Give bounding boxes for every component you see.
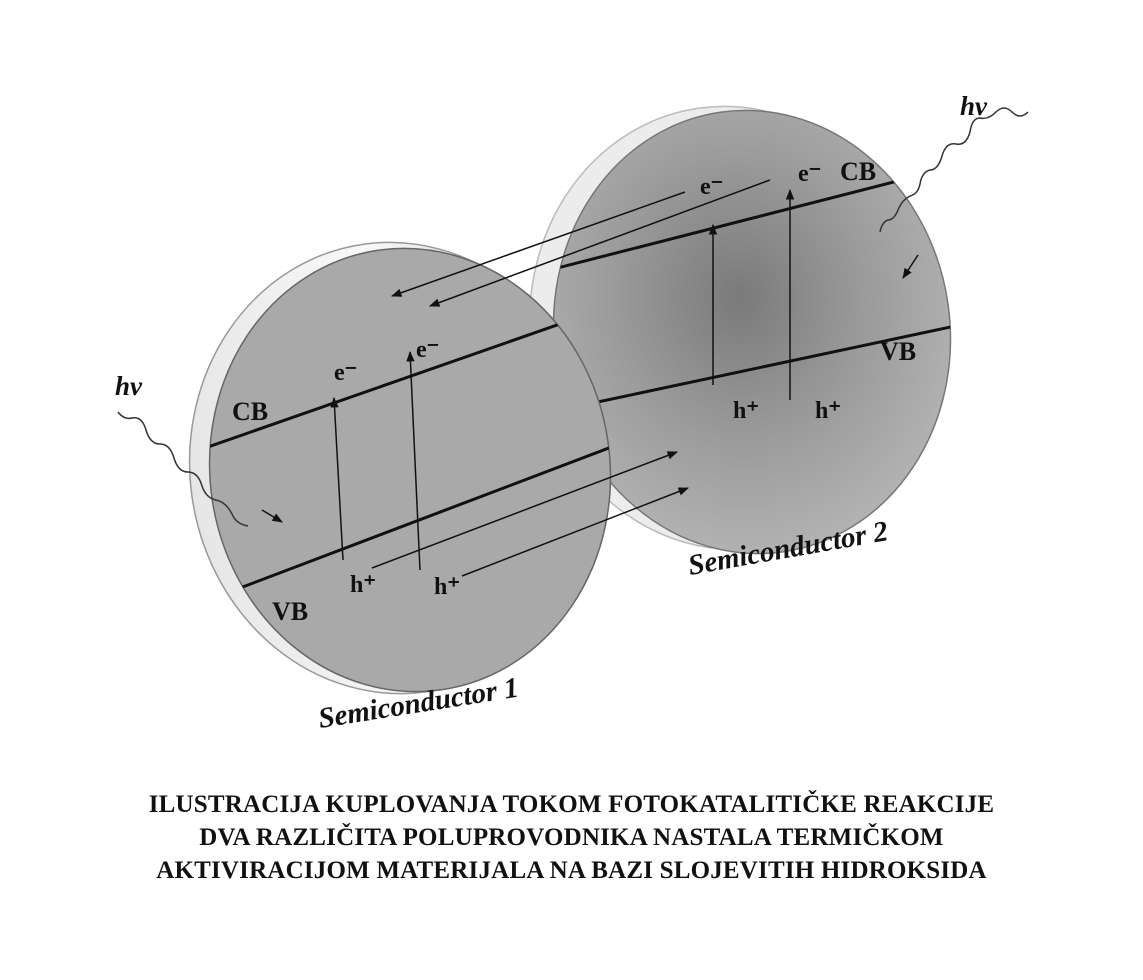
sc1-hole-label-2: h⁺	[434, 574, 460, 600]
figure-caption: ILUSTRACIJA KUPLOVANJA TOKOM FOTOKATALIT…	[0, 788, 1143, 887]
hole-transfer-arrow-2	[461, 487, 689, 577]
sc2-photon-arrow	[902, 254, 919, 279]
semiconductor-2-disk	[528, 105, 952, 555]
sc2-vb-label: VB	[880, 337, 916, 366]
sc2-electron-label-2: e⁻	[798, 161, 821, 187]
sc1-photon-label: hv	[115, 371, 143, 401]
sc2-photon-wave-icon	[879, 107, 1029, 233]
sc2-hole-label-1: h⁺	[733, 398, 759, 424]
electron-transfer-arrow-2	[429, 179, 771, 307]
semiconductor-1-disk	[188, 241, 612, 695]
heterojunction-diagram: hv CB VB e⁻ e⁻ h⁺ h⁺ Semiconductor 1 hv …	[115, 91, 1029, 735]
sc1-photon-arrow	[261, 509, 283, 523]
sc2-conduction-band-line	[529, 163, 961, 277]
sc1-photon-wave-icon	[117, 411, 249, 527]
sc1-valence-band-line	[239, 438, 631, 590]
caption-line-2: DVA RAZLIČITA POLUPROVODNIKA NASTALA TER…	[199, 824, 944, 851]
caption-line-1: ILUSTRACIJA KUPLOVANJA TOKOM FOTOKATALIT…	[148, 791, 995, 818]
hole-transfer-arrow-1	[371, 451, 678, 569]
sc1-electron-label-1: e⁻	[334, 360, 357, 386]
sc1-excitation-arrow-1	[330, 396, 344, 561]
sc2-electron-label-1: e⁻	[700, 174, 723, 200]
sc1-cb-label: CB	[232, 397, 268, 426]
sc2-valence-band-line	[559, 323, 961, 412]
sc1-excitation-arrow-2	[406, 350, 421, 571]
sc1-conduction-band-line	[204, 308, 601, 450]
caption-line-3: AKTIVIRACIJOM MATERIJALA NA BAZI SLOJEVI…	[156, 857, 987, 884]
sc1-electron-label-2: e⁻	[416, 337, 439, 363]
sc2-cb-label: CB	[840, 157, 876, 186]
sc2-photon-label: hv	[960, 91, 988, 121]
electron-transfer-arrow-1	[391, 191, 686, 297]
sc1-vb-label: VB	[272, 597, 308, 626]
sc2-hole-label-2: h⁺	[815, 398, 841, 424]
sc1-hole-label-1: h⁺	[350, 572, 376, 598]
